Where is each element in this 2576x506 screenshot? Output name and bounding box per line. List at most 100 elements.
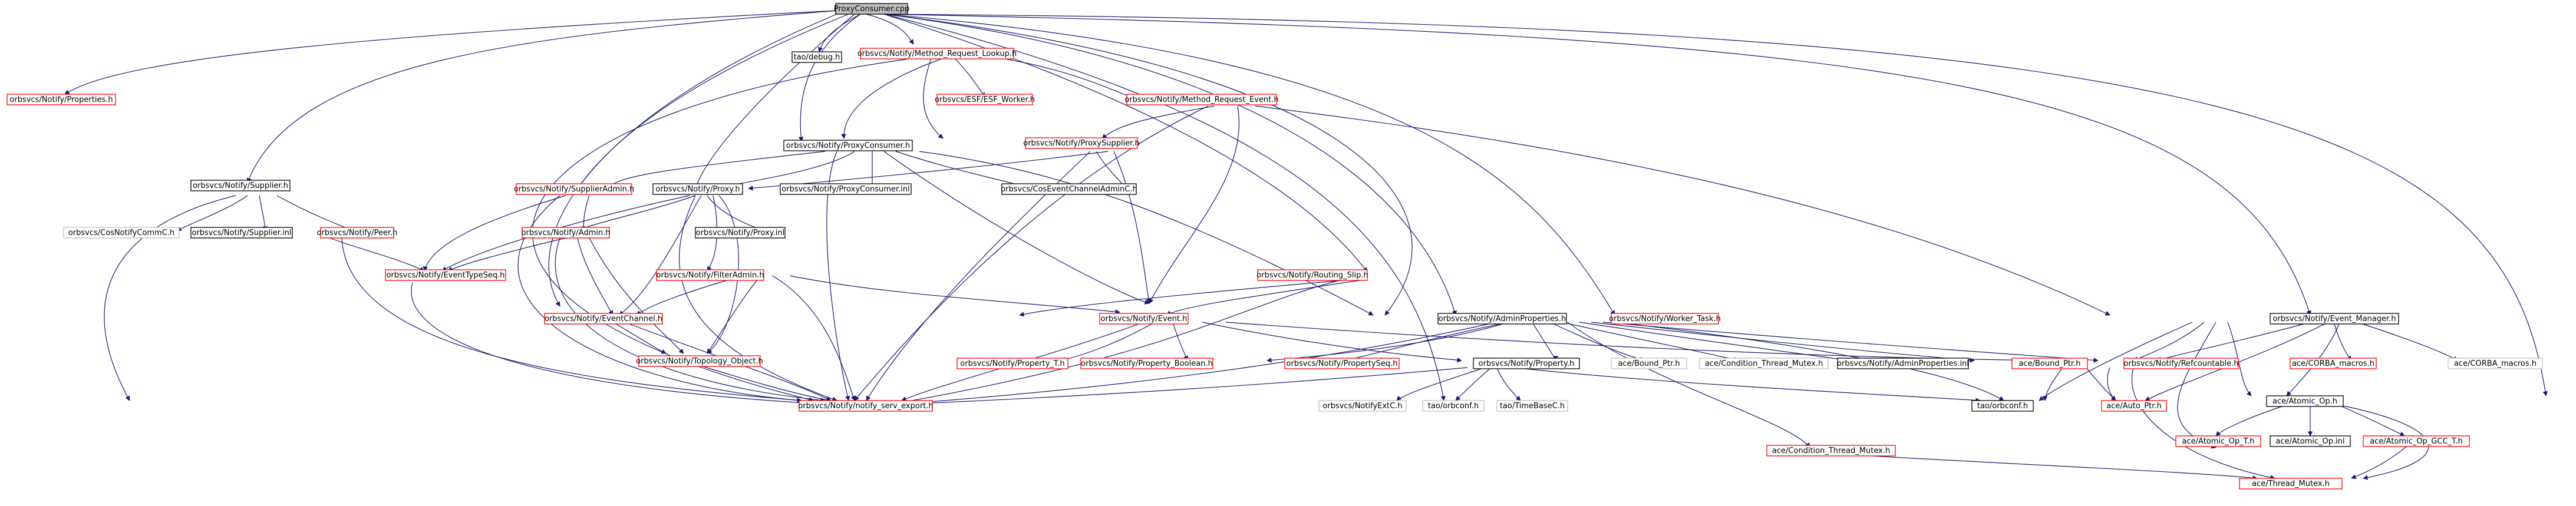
node-admin-properties-inl[interactable]: orbsvcs/Notify/AdminProperties.inl (1837, 358, 1969, 369)
svg-text:orbsvcs/Notify/Supplier.h: orbsvcs/Notify/Supplier.h (193, 181, 288, 190)
svg-text:orbsvcs/Notify/EventChannel.h: orbsvcs/Notify/EventChannel.h (545, 315, 662, 323)
node-cos-event-channel-admin[interactable]: orbsvcs/CosEventChannelAdminC.h (1001, 183, 1137, 195)
svg-text:orbsvcs/Notify/SupplierAdmin.h: orbsvcs/Notify/SupplierAdmin.h (514, 185, 635, 194)
node-corba-macros-red[interactable]: ace/CORBA_macros.h (2290, 358, 2377, 369)
svg-text:orbsvcs/Notify/Peer.h: orbsvcs/Notify/Peer.h (316, 229, 397, 237)
svg-text:orbsvcs/Notify/Supplier.inl: orbsvcs/Notify/Supplier.inl (192, 229, 291, 237)
node-bound-ptr[interactable]: ace/Bound_Ptr.h (1611, 358, 1687, 369)
svg-text:orbsvcs/Notify/Property.h: orbsvcs/Notify/Property.h (1479, 359, 1575, 368)
node-method-request-event[interactable]: orbsvcs/Notify/Method_Request_Event.h (1124, 94, 1279, 105)
node-notify-ext[interactable]: orbsvcs/NotifyExtC.h (1318, 400, 1407, 412)
svg-text:ace/Bound_Ptr.h: ace/Bound_Ptr.h (2018, 359, 2080, 368)
node-supplier-inl[interactable]: orbsvcs/Notify/Supplier.inl (190, 227, 293, 239)
node-filter-admin[interactable]: orbsvcs/Notify/FilterAdmin.h (656, 269, 764, 281)
node-condition-thread-mutex-red[interactable]: ace/Condition_Thread_Mutex.h (1766, 445, 1896, 457)
svg-text:ace/Auto_Ptr.h: ace/Auto_Ptr.h (2106, 402, 2162, 411)
node-method-request-lookup[interactable]: orbsvcs/Notify/Method_Request_Lookup.h (857, 48, 1017, 59)
node-event-h[interactable]: orbsvcs/Notify/Event.h (1099, 313, 1189, 325)
node-condition-thread-mutex[interactable]: ace/Condition_Thread_Mutex.h (1699, 358, 1829, 369)
svg-text:orbsvcs/Notify/Event_Manager.h: orbsvcs/Notify/Event_Manager.h (2272, 315, 2396, 323)
svg-text:orbsvcs/Notify/EventTypeSeq.h: orbsvcs/Notify/EventTypeSeq.h (386, 271, 504, 280)
node-notify-serv-export[interactable]: orbsvcs/Notify/notify_serv_export.h (798, 400, 934, 412)
node-proxy-consumer-h[interactable]: orbsvcs/Notify/ProxyConsumer.h (783, 140, 913, 151)
node-ace-bound-ptr[interactable]: ace/Bound_Ptr.h (2011, 358, 2088, 369)
node-proxy-supplier[interactable]: orbsvcs/Notify/ProxySupplier.h (1023, 137, 1140, 149)
svg-text:tao/orbconf.h: tao/orbconf.h (1977, 402, 2028, 411)
node-cos-notify-comm[interactable]: orbsvcs/CosNotifyCommC.h (63, 227, 180, 239)
node-root-file[interactable]: ProxyConsumer.cpp (834, 3, 910, 15)
node-event-manager[interactable]: orbsvcs/Notify/Event_Manager.h (2270, 313, 2399, 325)
node-supplier-admin[interactable]: orbsvcs/Notify/SupplierAdmin.h (514, 183, 635, 195)
svg-text:orbsvcs/Notify/Event.h: orbsvcs/Notify/Event.h (1101, 315, 1188, 323)
svg-text:orbsvcs/Notify/AdminProperties: orbsvcs/Notify/AdminProperties.inl (1837, 359, 1969, 368)
node-thread-mutex[interactable]: ace/Thread_Mutex.h (2239, 478, 2343, 490)
svg-text:orbsvcs/Notify/ProxyConsumer.h: orbsvcs/Notify/ProxyConsumer.h (786, 141, 910, 150)
svg-text:orbsvcs/Notify/Method_Request_: orbsvcs/Notify/Method_Request_Event.h (1124, 95, 1278, 104)
svg-text:ace/Condition_Thread_Mutex.h: ace/Condition_Thread_Mutex.h (1705, 359, 1823, 368)
node-tao-orbconf[interactable]: tao/orbconf.h (1971, 400, 2034, 412)
svg-text:ace/CORBA_macros.h: ace/CORBA_macros.h (2292, 359, 2374, 368)
svg-text:orbsvcs/Notify/Refcountable.h: orbsvcs/Notify/Refcountable.h (2123, 359, 2238, 368)
svg-text:ace/Atomic_Op_T.h: ace/Atomic_Op_T.h (2182, 437, 2255, 446)
node-property-t[interactable]: orbsvcs/Notify/Property_T.h (956, 358, 1068, 369)
svg-text:orbsvcs/Notify/Routing_Slip.h: orbsvcs/Notify/Routing_Slip.h (1256, 271, 1368, 280)
node-tao-orbconf-grey[interactable]: tao/orbconf.h (1422, 400, 1485, 412)
svg-text:orbsvcs/Notify/FilterAdmin.h: orbsvcs/Notify/FilterAdmin.h (656, 271, 764, 280)
graph-nodes: ProxyConsumer.cpp tao/debug.h orbsvcs/No… (6, 3, 2543, 490)
node-worker-task[interactable]: orbsvcs/Notify/Worker_Task.h (1609, 313, 1721, 325)
node-topology-object[interactable]: orbsvcs/Notify/Topology_Object.h (636, 355, 763, 367)
node-supplier-h[interactable]: orbsvcs/Notify/Supplier.h (190, 180, 291, 191)
svg-text:orbsvcs/Notify/ProxyConsumer.i: orbsvcs/Notify/ProxyConsumer.inl (781, 185, 909, 194)
node-property-h[interactable]: orbsvcs/Notify/Property.h (1473, 358, 1580, 369)
svg-text:orbsvcs/Notify/notify_serv_exp: orbsvcs/Notify/notify_serv_export.h (798, 402, 933, 411)
node-refcountable[interactable]: orbsvcs/Notify/Refcountable.h (2123, 358, 2239, 369)
svg-text:orbsvcs/Notify/Method_Request_: orbsvcs/Notify/Method_Request_Lookup.h (857, 49, 1017, 58)
node-proxy-consumer-inl[interactable]: orbsvcs/Notify/ProxyConsumer.inl (780, 183, 912, 195)
node-atomic-op[interactable]: ace/Atomic_Op.h (2266, 395, 2344, 407)
node-property-seq[interactable]: orbsvcs/Notify/PropertySeq.h (1284, 358, 1400, 369)
node-tao-debug[interactable]: tao/debug.h (791, 51, 842, 63)
svg-text:ProxyConsumer.cpp: ProxyConsumer.cpp (834, 5, 910, 14)
node-atomic-op-t[interactable]: ace/Atomic_Op_T.h (2175, 435, 2261, 447)
svg-text:orbsvcs/Notify/Worker_Task.h: orbsvcs/Notify/Worker_Task.h (1609, 315, 1721, 323)
svg-text:orbsvcs/Notify/Proxy.inl: orbsvcs/Notify/Proxy.inl (696, 229, 784, 237)
node-peer[interactable]: orbsvcs/Notify/Peer.h (316, 227, 398, 239)
svg-text:orbsvcs/ESF/ESF_Worker.h: orbsvcs/ESF/ESF_Worker.h (935, 95, 1035, 104)
node-admin[interactable]: orbsvcs/Notify/Admin.h (522, 227, 611, 239)
node-admin-properties[interactable]: orbsvcs/Notify/AdminProperties.h (1437, 313, 1567, 325)
node-proxy-inl[interactable]: orbsvcs/Notify/Proxy.inl (695, 227, 786, 239)
svg-text:ace/Condition_Thread_Mutex.h: ace/Condition_Thread_Mutex.h (1772, 447, 1890, 455)
node-property-boolean[interactable]: orbsvcs/Notify/Property_Boolean.h (1080, 358, 1213, 369)
svg-text:ace/CORBA_macros.h: ace/CORBA_macros.h (2454, 359, 2537, 368)
svg-text:orbsvcs/Notify/Property_T.h: orbsvcs/Notify/Property_T.h (960, 359, 1064, 368)
node-event-type-seq[interactable]: orbsvcs/Notify/EventTypeSeq.h (385, 269, 506, 281)
svg-text:ace/Atomic_Op.h: ace/Atomic_Op.h (2272, 397, 2337, 406)
svg-text:ace/Bound_Ptr.h: ace/Bound_Ptr.h (1618, 359, 1680, 368)
graph-edges (64, 10, 2548, 481)
svg-text:tao/TimeBaseC.h: tao/TimeBaseC.h (1500, 402, 1565, 411)
svg-text:orbsvcs/Notify/Topology_Object: orbsvcs/Notify/Topology_Object.h (636, 357, 763, 366)
svg-text:ace/Atomic_Op_GCC_T.h: ace/Atomic_Op_GCC_T.h (2370, 437, 2463, 446)
node-routing-slip[interactable]: orbsvcs/Notify/Routing_Slip.h (1256, 269, 1368, 281)
node-atomic-op-gcc[interactable]: ace/Atomic_Op_GCC_T.h (2363, 435, 2470, 447)
svg-text:orbsvcs/Notify/AdminProperties: orbsvcs/Notify/AdminProperties.h (1439, 315, 1566, 323)
node-atomic-op-inl[interactable]: ace/Atomic_Op.inl (2270, 435, 2351, 447)
svg-text:orbsvcs/CosNotifyCommC.h: orbsvcs/CosNotifyCommC.h (68, 229, 174, 237)
svg-text:orbsvcs/Notify/Property_Boolea: orbsvcs/Notify/Property_Boolean.h (1081, 359, 1213, 368)
svg-text:tao/orbconf.h: tao/orbconf.h (1428, 402, 1479, 411)
svg-text:orbsvcs/Notify/Proxy.h: orbsvcs/Notify/Proxy.h (655, 185, 740, 194)
node-auto-ptr[interactable]: ace/Auto_Ptr.h (2101, 400, 2167, 412)
node-esf-worker[interactable]: orbsvcs/ESF/ESF_Worker.h (935, 94, 1035, 105)
svg-text:orbsvcs/Notify/ProxySupplier.h: orbsvcs/Notify/ProxySupplier.h (1023, 139, 1139, 148)
node-proxy-h[interactable]: orbsvcs/Notify/Proxy.h (652, 183, 743, 195)
svg-text:orbsvcs/CosEventChannelAdminC.: orbsvcs/CosEventChannelAdminC.h (1001, 185, 1137, 194)
node-time-base[interactable]: tao/TimeBaseC.h (1496, 400, 1568, 412)
svg-text:ace/Thread_Mutex.h: ace/Thread_Mutex.h (2252, 479, 2330, 488)
svg-text:orbsvcs/Notify/Properties.h: orbsvcs/Notify/Properties.h (9, 95, 113, 104)
node-properties[interactable]: orbsvcs/Notify/Properties.h (6, 94, 116, 105)
node-event-channel[interactable]: orbsvcs/Notify/EventChannel.h (544, 313, 663, 325)
node-corba-macros[interactable]: ace/CORBA_macros.h (2448, 358, 2543, 369)
svg-text:ace/Atomic_Op.inl: ace/Atomic_Op.inl (2275, 437, 2344, 446)
svg-text:orbsvcs/Notify/PropertySeq.h: orbsvcs/Notify/PropertySeq.h (1286, 359, 1397, 368)
